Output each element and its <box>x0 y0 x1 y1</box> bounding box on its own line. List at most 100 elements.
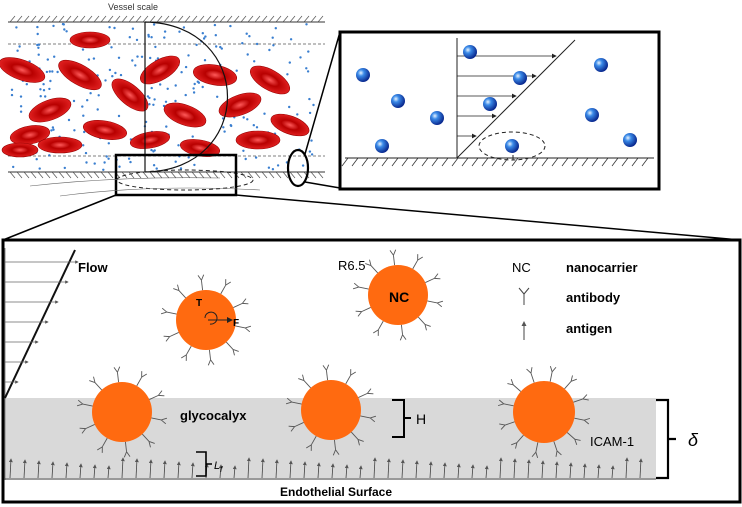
plasma-dot <box>214 34 217 37</box>
antibody-stem <box>200 280 204 291</box>
plasma-dot <box>147 35 150 38</box>
antibody-arm <box>531 451 537 458</box>
plasma-dot <box>19 105 23 108</box>
plasma-dot <box>113 26 116 30</box>
plasma-dot <box>153 98 156 101</box>
plasma-dot <box>223 130 226 133</box>
plasma-dot <box>267 166 271 169</box>
antibody-arm <box>500 424 506 430</box>
antibody-stem <box>360 415 371 419</box>
antibody-arm <box>570 375 573 382</box>
red-blood-cells <box>0 31 310 158</box>
blue-nanoparticle <box>513 71 527 85</box>
antigen <box>554 461 559 479</box>
plasma-dot <box>85 161 88 164</box>
plasma-dot <box>67 118 71 122</box>
antibody-stem <box>149 394 159 400</box>
antibody-arm <box>424 324 427 331</box>
antibody-stem <box>566 432 576 440</box>
plasma-dot <box>235 69 238 72</box>
antibody-stem <box>516 434 524 444</box>
antigen <box>218 464 223 479</box>
blue-nanoparticle <box>375 139 389 153</box>
plasma-dot <box>254 156 258 159</box>
antibody-stem <box>504 421 515 426</box>
plasma-dot <box>308 150 312 153</box>
plasma-dot <box>104 79 107 82</box>
plasma-dot <box>177 144 180 147</box>
flow-label: Flow <box>78 260 108 275</box>
plasma-dot <box>219 45 222 49</box>
antibody-arm <box>286 397 293 403</box>
legend-nanocarrier: nanocarrier <box>566 260 638 275</box>
antibody-stem <box>564 380 572 390</box>
antibody-arm <box>555 450 558 457</box>
antigen <box>92 464 97 479</box>
delta-bracket <box>656 398 676 480</box>
antibody-stem <box>377 320 384 331</box>
nanocarrier-sphere <box>176 290 236 350</box>
antigen <box>106 465 111 479</box>
plasma-dot <box>114 71 117 75</box>
plasma-dot <box>174 160 177 163</box>
antibody-stem <box>350 431 359 440</box>
antibody-arm <box>574 438 578 445</box>
red-blood-cell <box>9 125 51 145</box>
plasma-dot <box>191 135 194 138</box>
zoom-connectors <box>2 31 741 241</box>
plasma-dot <box>192 91 196 94</box>
antibody-arm <box>583 419 590 425</box>
plasma-dot <box>299 56 302 59</box>
antibody-stem <box>325 370 329 381</box>
plasma-dot <box>271 36 274 39</box>
antigen <box>442 462 447 479</box>
h-label: H <box>416 411 426 427</box>
plasma-dot <box>174 84 177 87</box>
connector-ellipse <box>286 148 310 188</box>
plasma-dot <box>255 42 259 46</box>
torque-arrow <box>204 311 218 325</box>
plasma-dot <box>229 24 232 28</box>
torque-label: T <box>196 298 202 309</box>
antibody-arm <box>290 426 295 432</box>
plasma-dot <box>35 158 38 161</box>
force-label: F <box>233 318 239 329</box>
antibody-arm <box>357 439 360 446</box>
antibody-arm <box>298 378 305 381</box>
antigen <box>400 459 405 479</box>
plasma-dot <box>184 65 188 69</box>
antigen <box>162 460 167 479</box>
antibody-stem <box>225 341 234 350</box>
plasma-dot <box>110 46 113 49</box>
wall-zoom-ellipse <box>116 169 254 191</box>
red-blood-cell <box>218 92 262 118</box>
plasma-dot <box>263 112 266 115</box>
antibody-arm <box>498 399 505 405</box>
antigen <box>120 457 125 479</box>
antibody-arm <box>158 390 163 396</box>
plasma-dot <box>246 53 249 56</box>
plasma-dot <box>308 111 312 115</box>
antibody-arm <box>582 394 588 400</box>
plasma-dot <box>255 126 259 129</box>
antibody-stem <box>549 371 553 382</box>
antigen <box>540 460 545 479</box>
red-blood-cell <box>140 55 180 85</box>
antigen <box>344 464 349 479</box>
antibody-arm <box>117 366 121 373</box>
plasma-dot <box>179 167 183 170</box>
plasma-dot <box>202 37 206 40</box>
plasma-dot <box>84 151 88 155</box>
plasma-dot <box>213 23 217 27</box>
antibody-stem <box>361 307 371 313</box>
plasma-dot <box>83 130 86 134</box>
plasma-dot <box>159 83 162 86</box>
antigen <box>190 462 195 479</box>
antibody-arm <box>160 311 167 315</box>
antibody-stem <box>233 302 243 308</box>
antibody-stem <box>358 286 369 290</box>
antibody-stem <box>370 265 379 274</box>
antibody-arm <box>180 354 187 359</box>
antibody-arm <box>161 307 168 313</box>
antigen <box>386 458 391 479</box>
